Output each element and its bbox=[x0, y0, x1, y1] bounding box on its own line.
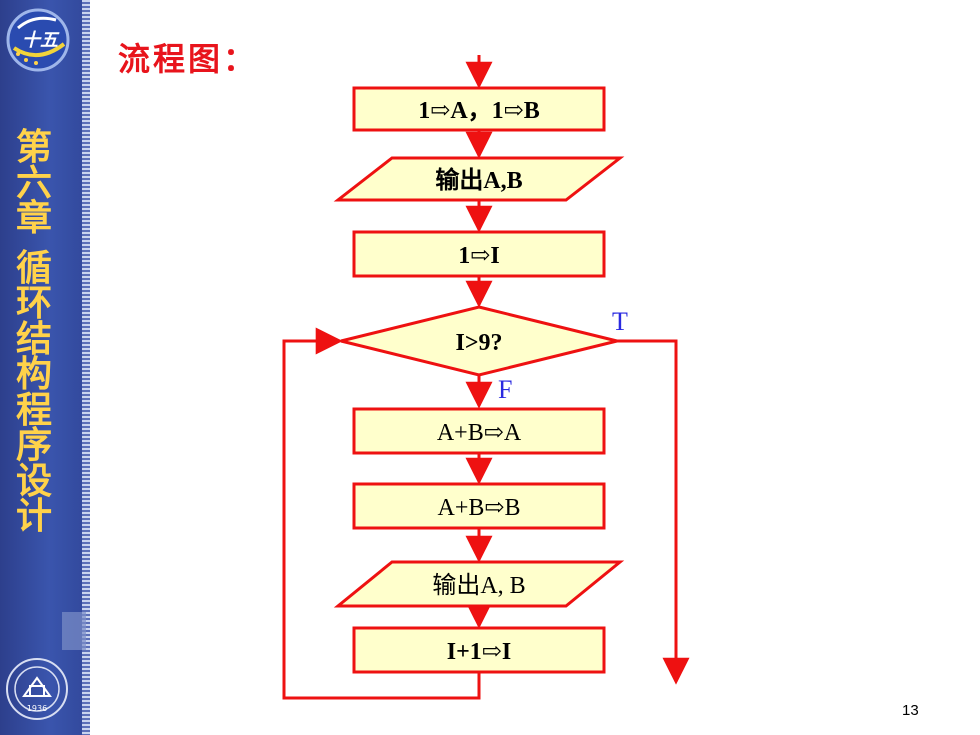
chapter-char: 结 bbox=[15, 318, 52, 360]
chapter-char: 章 bbox=[15, 198, 52, 239]
true-branch-label: T bbox=[612, 307, 628, 336]
decision-diamond bbox=[340, 305, 618, 377]
true-branch-line bbox=[617, 339, 690, 685]
top-logo-icon: 十五 bbox=[6, 8, 70, 72]
chapter-char: 循 bbox=[15, 247, 52, 289]
page-number: 13 bbox=[902, 702, 919, 719]
process-box-init-i bbox=[352, 230, 606, 278]
chapter-char: 环 bbox=[15, 283, 52, 324]
step-init-i-label: 1⇨I bbox=[458, 243, 499, 269]
process-box-sum-b bbox=[352, 482, 606, 530]
process-box-sum-a bbox=[352, 407, 606, 455]
chapter-char: 六 bbox=[15, 162, 52, 204]
step-inc-i-label: I+1⇨I bbox=[447, 639, 511, 665]
chapter-char: 第 bbox=[15, 127, 52, 168]
top-logo-text: 十五 bbox=[22, 30, 60, 51]
seal-year: 1936 bbox=[27, 704, 47, 713]
university-seal-icon: 1936 bbox=[6, 658, 68, 720]
false-branch-label: F bbox=[498, 375, 512, 404]
chapter-char: 程 bbox=[15, 389, 52, 431]
sidebar-highlight bbox=[62, 612, 86, 650]
sidebar: 十五 第 六 章 循 环 结 构 程 序 设 计 1936 bbox=[0, 0, 90, 735]
output-2-label: 输出A, B bbox=[432, 572, 525, 599]
output-box-2 bbox=[333, 560, 625, 608]
condition-label: I>9? bbox=[455, 330, 502, 356]
chapter-char: 设 bbox=[15, 460, 52, 502]
step-init-ab-label: 1⇨A，1⇨B bbox=[418, 98, 540, 124]
chapter-char: 构 bbox=[15, 354, 52, 395]
chapter-title: 第 六 章 循 环 结 构 程 序 设 计 bbox=[14, 130, 54, 535]
process-box-init-ab bbox=[352, 86, 606, 132]
slide-title: 流程图： bbox=[118, 40, 259, 78]
process-box-inc-i bbox=[352, 626, 606, 674]
sidebar-stripe bbox=[82, 0, 90, 735]
chapter-char: 序 bbox=[15, 425, 52, 466]
chapter-char: 计 bbox=[15, 496, 52, 537]
step-sum-a-label: A+B⇨A bbox=[437, 420, 522, 446]
step-sum-b-label: A+B⇨B bbox=[438, 495, 521, 521]
output-box-1 bbox=[333, 156, 625, 202]
loop-back-line bbox=[282, 327, 481, 700]
output-1-label: 输出A,B bbox=[435, 166, 522, 194]
